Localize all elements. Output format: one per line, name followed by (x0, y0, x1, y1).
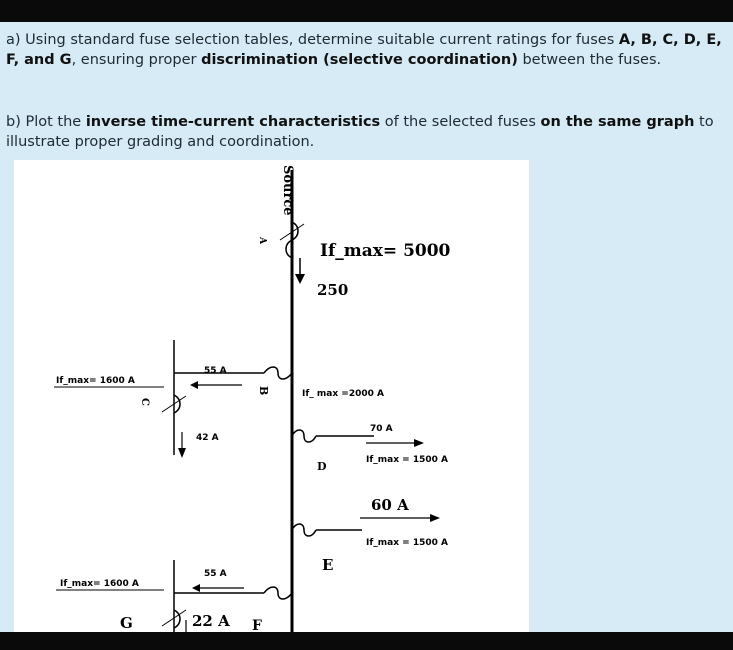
main-current-arrow-head (295, 274, 305, 284)
question-a-middle: , ensuring proper (71, 52, 202, 68)
fuse-g-label: G (120, 614, 133, 632)
if-max-c-label: If_max= 1600 A (56, 376, 135, 386)
current-d-label: 70 A (370, 424, 393, 434)
fuse-network-svg: Source A If_max= 5000 250 B If_ max =200… (54, 165, 451, 634)
if-max-g-label: If_max= 1600 A (60, 579, 139, 589)
top-black-bar (0, 0, 733, 22)
fuse-g-tick (161, 609, 187, 627)
question-a-fuses: A, B, C, D, E, F, and G (6, 32, 722, 68)
current-c-down-arrow-head (178, 448, 186, 458)
question-panel: a) Using standard fuse selection tables,… (0, 22, 733, 634)
fuse-g-symbol (173, 609, 181, 629)
question-a-prefix: a) Using standard fuse selection tables,… (6, 32, 619, 48)
fuse-a-label: A (257, 236, 267, 245)
current-f-down-label: 22 A (192, 612, 230, 630)
fuse-b-symbol (263, 366, 293, 380)
bottom-black-bar (0, 632, 733, 650)
if-max-e-label: If_max = 1500 A (366, 538, 448, 548)
fuse-e-symbol (291, 523, 317, 537)
fuse-c-symbol (173, 394, 181, 414)
current-c-out-arrow-head (190, 381, 198, 389)
fuse-c-tick (161, 395, 187, 413)
if-max-main-label: If_max= 5000 (320, 241, 451, 261)
current-g-out-arrow-head (192, 584, 200, 592)
if-max-b-label: If_ max =2000 A (302, 389, 384, 399)
fuse-b-label: B (257, 386, 270, 395)
fuse-a-tick (279, 223, 305, 241)
question-b-suffix: to illustrate proper grading and coordin… (6, 114, 714, 150)
current-g-out-label: 55 A (204, 569, 227, 579)
current-e-arrow-head (430, 514, 440, 522)
question-a-suffix: between the fuses. (517, 52, 662, 68)
fuse-f-label: F (252, 618, 262, 634)
current-e-label: 60 A (371, 496, 409, 514)
fuse-c-label: C (139, 398, 150, 406)
fuse-f-symbol (263, 586, 293, 600)
question-a: a) Using standard fuse selection tables,… (6, 30, 728, 70)
current-c-out-label: 55 A (204, 366, 227, 376)
current-c-down-label: 42 A (196, 433, 219, 443)
source-label: Source (280, 165, 295, 216)
question-a-emphasis: discrimination (selective coordination) (201, 52, 518, 68)
question-b-middle: of the selected fuses (380, 114, 541, 130)
if-max-d-label: If_max = 1500 A (366, 455, 448, 465)
fuse-network-diagram: Source A If_max= 5000 250 B If_ max =200… (14, 160, 529, 634)
fuse-d-label: D (317, 460, 327, 473)
main-current-label: 250 (317, 281, 348, 299)
fuse-a-symbol (285, 221, 299, 259)
current-d-arrow-head (414, 439, 424, 447)
question-b-emphasis-1: inverse time-current characteristics (85, 114, 381, 130)
question-b-prefix: b) Plot the (6, 114, 86, 130)
fuse-e-label: E (322, 556, 333, 574)
fuse-d-symbol (291, 429, 317, 443)
question-b-emphasis-2: on the same graph (540, 114, 695, 130)
question-b: b) Plot the inverse time-current charact… (6, 112, 728, 152)
